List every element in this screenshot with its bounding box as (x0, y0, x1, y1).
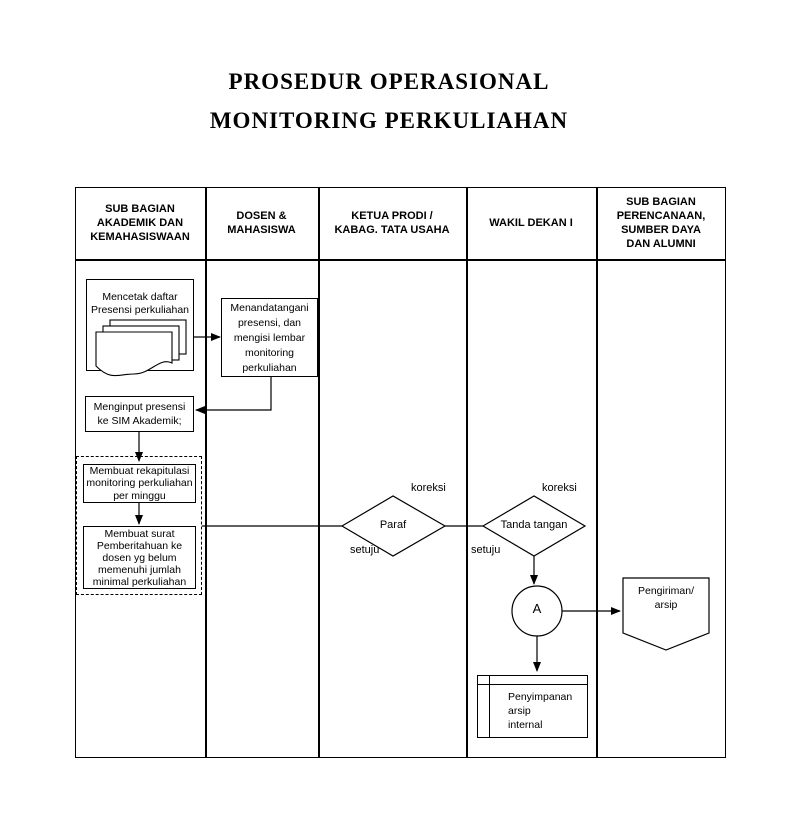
node-rekap-monitoring: Membuat rekapitulasi monitoring perkulia… (83, 464, 196, 503)
lane-header-akademik: SUB BAGIAN AKADEMIK DAN KEMAHASISWAAN (90, 203, 190, 243)
paraf-setuju-label: setuju (350, 544, 380, 556)
lane-divider-1 (205, 187, 207, 758)
paraf-koreksi-label: koreksi (411, 482, 446, 494)
lane-header-dosen: DOSEN & MAHASISWA (227, 210, 296, 236)
lane-divider-3 (466, 187, 468, 758)
archive-left-band-line (489, 676, 490, 737)
decision-tanda-tangan-label: Tanda tangan (500, 519, 568, 531)
node-mencetak-presensi-label: Mencetak daftar Presensi perkuliahan (90, 291, 190, 316)
lane-divider-2 (318, 187, 320, 758)
node-penyimpanan-arsip: Penyimpanan arsip internal (477, 675, 588, 738)
node-penyimpanan-arsip-label: Penyimpanan arsip internal (508, 691, 573, 731)
node-menandatangani-presensi: Menandatangani presensi, dan mengisi lem… (221, 298, 318, 377)
page-title-line1: PROSEDUR OPERASIONAL (228, 69, 550, 94)
node-menandatangani-presensi-label: Menandatangani presensi, dan mengisi lem… (230, 302, 309, 374)
swimlane-table (75, 187, 726, 758)
node-surat-pemberitahuan-label: Membuat surat Pemberitahuan ke dosen yg … (92, 527, 187, 588)
node-mencetak-presensi: Mencetak daftar Presensi perkuliahan (86, 279, 194, 371)
archive-top-band-line (478, 684, 587, 685)
connector-a-label: A (532, 601, 542, 616)
lane-divider-4 (596, 187, 598, 758)
node-menginput-sim: Menginput presensi ke SIM Akademik; (85, 396, 194, 432)
node-rekap-monitoring-label: Membuat rekapitulasi monitoring perkulia… (86, 464, 193, 502)
lane-header-ketua-prodi: KETUA PRODI / KABAG. TATA USAHA (334, 210, 450, 236)
pengiriman-arsip-label: Pengiriman/ arsip (637, 585, 695, 611)
lane-header-perencanaan: SUB BAGIAN PERENCANAAN, SUMBER DAYA DAN … (616, 196, 706, 250)
tanda-tangan-setuju-label: setuju (471, 544, 501, 556)
node-menginput-sim-label: Menginput presensi ke SIM Akademik; (93, 401, 186, 427)
header-divider-line (75, 259, 726, 261)
page-title-line2: MONITORING PERKULIAHAN (209, 108, 569, 133)
decision-paraf-label: Paraf (379, 519, 407, 531)
page-title: PROSEDUR OPERASIONAL MONITORING PERKULIA… (0, 62, 778, 140)
node-surat-pemberitahuan: Membuat surat Pemberitahuan ke dosen yg … (83, 526, 196, 589)
lane-header-wakil-dekan: WAKIL DEKAN I (489, 217, 573, 229)
tanda-tangan-koreksi-label: koreksi (542, 482, 577, 494)
